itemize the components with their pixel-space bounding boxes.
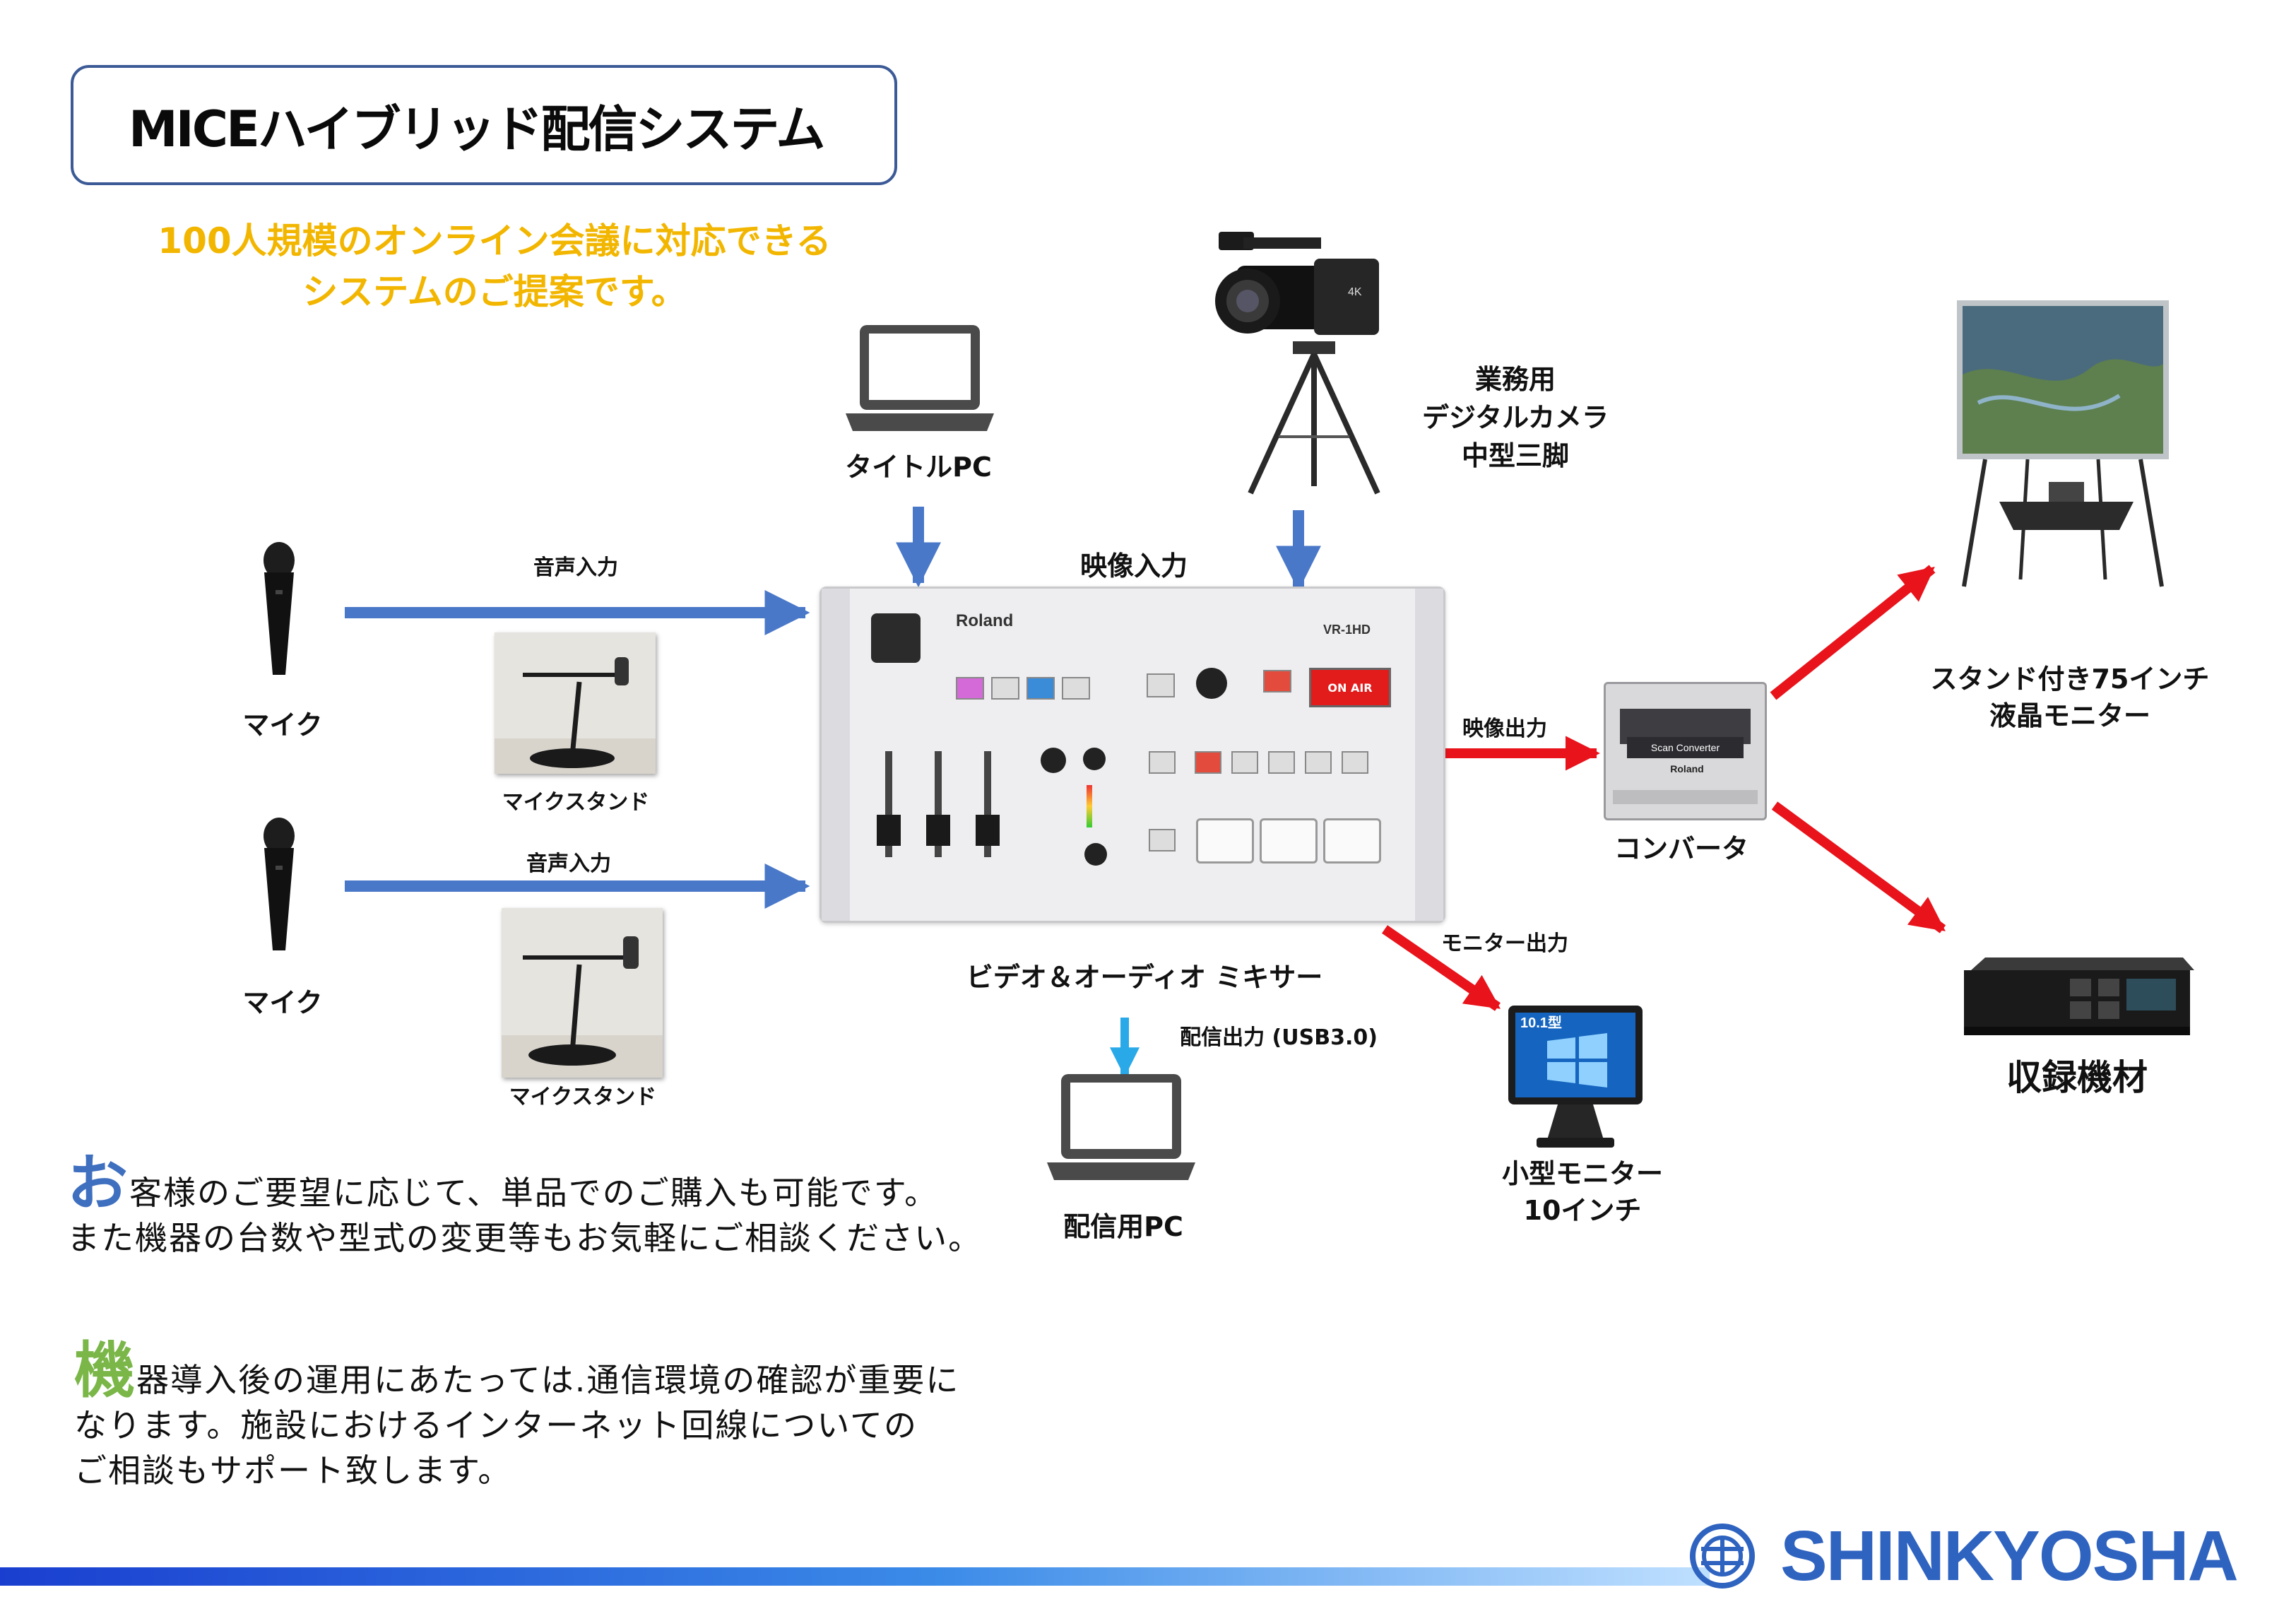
input-button <box>1260 818 1318 864</box>
scene-button <box>1342 751 1368 774</box>
small-monitor-label: 小型モニター 10インチ <box>1501 1158 1663 1226</box>
video-output-label: 映像出力 <box>1462 717 1547 741</box>
footer-gradient-bar <box>0 1567 1710 1586</box>
video-audio-mixer: Roland VR-1HD ON AIR <box>819 587 1445 923</box>
arrow-mixer-to-small-monitor <box>1382 925 1501 1011</box>
note-1: お客様のご要望に応じて、単品でのご購入も可能です。 また機器の台数や型式の変更等… <box>67 1153 1056 1261</box>
microphone-icon <box>264 818 295 950</box>
subtitle-line-1: 100人規模のオンライン会議に対応できる <box>158 220 832 261</box>
small-monitor-icon: 10.1型 <box>1508 1006 1643 1148</box>
note-1-line-2: また機器の台数や型式の変更等もお気軽にご相談ください。 <box>67 1219 983 1257</box>
note-2-line-3: ご相談もサポート致します。 <box>74 1451 512 1490</box>
mic-stand-photo <box>502 908 663 1078</box>
audio-button <box>1149 829 1176 851</box>
mic-stand-photo <box>495 632 656 774</box>
cut-button <box>1263 670 1291 693</box>
stream-pc-label: 配信用PC <box>1063 1211 1183 1242</box>
monitor-output-label: モニター出力 <box>1441 931 1568 956</box>
arrow-converter-to-stand-monitor <box>1770 565 1936 700</box>
subtitle: 100人規模のオンライン会議に対応できる システムのご提案です。 <box>92 216 897 317</box>
stream-output-label: 配信出力 (USB3.0) <box>1180 1025 1378 1050</box>
scene-button <box>1231 751 1258 774</box>
stream-pc-laptop-icon <box>1047 1074 1195 1180</box>
scene-button <box>1305 751 1332 774</box>
camera-icon: 4K <box>1215 232 1380 495</box>
fader-track <box>935 751 942 857</box>
title-pc-label: タイトルPC <box>845 452 992 483</box>
level-meter <box>1087 785 1092 827</box>
arrow-converter-to-recorder <box>1771 801 1946 933</box>
setup-button <box>1147 673 1175 697</box>
fader-knob <box>976 815 1000 846</box>
scene-button <box>1149 751 1176 774</box>
fader-track <box>984 751 991 857</box>
effect-button <box>956 677 984 700</box>
converter-label: コンバータ <box>1614 833 1748 864</box>
converter-label-plate: Scan Converter <box>1627 737 1744 758</box>
monitor-badge: 10.1型 <box>1520 1015 1562 1031</box>
converter-brand: Roland <box>1670 763 1704 774</box>
video-input-label: 映像入力 <box>1079 550 1188 582</box>
fader-knob <box>926 815 950 846</box>
note-2: 機器導入後の運用にあたっては.通信環境の確認が重要に なります。施設におけるイン… <box>74 1340 1063 1493</box>
audio-knob <box>1084 843 1107 866</box>
fader-knob <box>877 815 901 846</box>
brand-name: SHINKYOSHA <box>1780 1516 2239 1596</box>
microphone-icon <box>264 542 295 675</box>
mixer-label: ビデオ＆オーディオ ミキサー <box>966 962 1323 993</box>
mic-stand-1-label: マイクスタンド <box>502 790 650 815</box>
title-pc-laptop-icon <box>846 325 994 431</box>
mixer-model: VR-1HD <box>1323 623 1371 637</box>
input-button <box>1323 818 1381 864</box>
note-1-first-char: お <box>67 1148 129 1219</box>
scene-button <box>1268 751 1295 774</box>
note-2-first-char: 機 <box>74 1336 136 1406</box>
subtitle-line-2: システムのご提案です。 <box>302 271 687 312</box>
fader-track <box>885 751 892 857</box>
stand-monitor-icon <box>1957 300 2169 587</box>
audio-knob <box>1041 748 1066 773</box>
stand-monitor-label: スタンド付き75インチ 液晶モニター <box>1930 664 2210 731</box>
mixer-brand: Roland <box>956 611 1014 630</box>
input-button <box>1196 818 1254 864</box>
page-title: MICEハイブリッド配信システム <box>129 100 825 158</box>
mic-1-label: マイク <box>242 709 323 741</box>
scene-button <box>1195 751 1221 774</box>
note-2-line-1: 器導入後の運用にあたっては.通信環境の確認が重要に <box>136 1361 960 1399</box>
audio-knob <box>1083 748 1106 770</box>
mic-2-label: マイク <box>242 987 323 1018</box>
mic-stand-2-label: マイクスタンド <box>509 1085 657 1109</box>
note-1-line-1: 客様のご要望に応じて、単品でのご購入も可能です。 <box>129 1174 939 1212</box>
converter-device: Scan Converter Roland <box>1604 682 1767 820</box>
shinkyosha-logo-icon <box>1690 1524 1755 1589</box>
recorder-icon <box>1964 957 2194 1035</box>
effect-button <box>991 677 1019 700</box>
note-2-line-2: なります。施設におけるインターネット回線についての <box>74 1406 918 1444</box>
camera-label: 業務用 デジタルカメラ 中型三脚 <box>1421 364 1609 471</box>
effect-button <box>1062 677 1090 700</box>
xlr-jack-icon <box>871 613 921 663</box>
svg-text:4K: 4K <box>1348 286 1362 298</box>
audio-input-1-label: 音声入力 <box>533 555 618 580</box>
effect-button <box>1026 677 1055 700</box>
on-air-button: ON AIR <box>1309 668 1391 707</box>
audio-input-2-label: 音声入力 <box>526 851 611 876</box>
title-box: MICEハイブリッド配信システム <box>71 65 897 185</box>
recorder-label: 収録機材 <box>2006 1057 2148 1098</box>
setup-knob <box>1196 668 1227 699</box>
